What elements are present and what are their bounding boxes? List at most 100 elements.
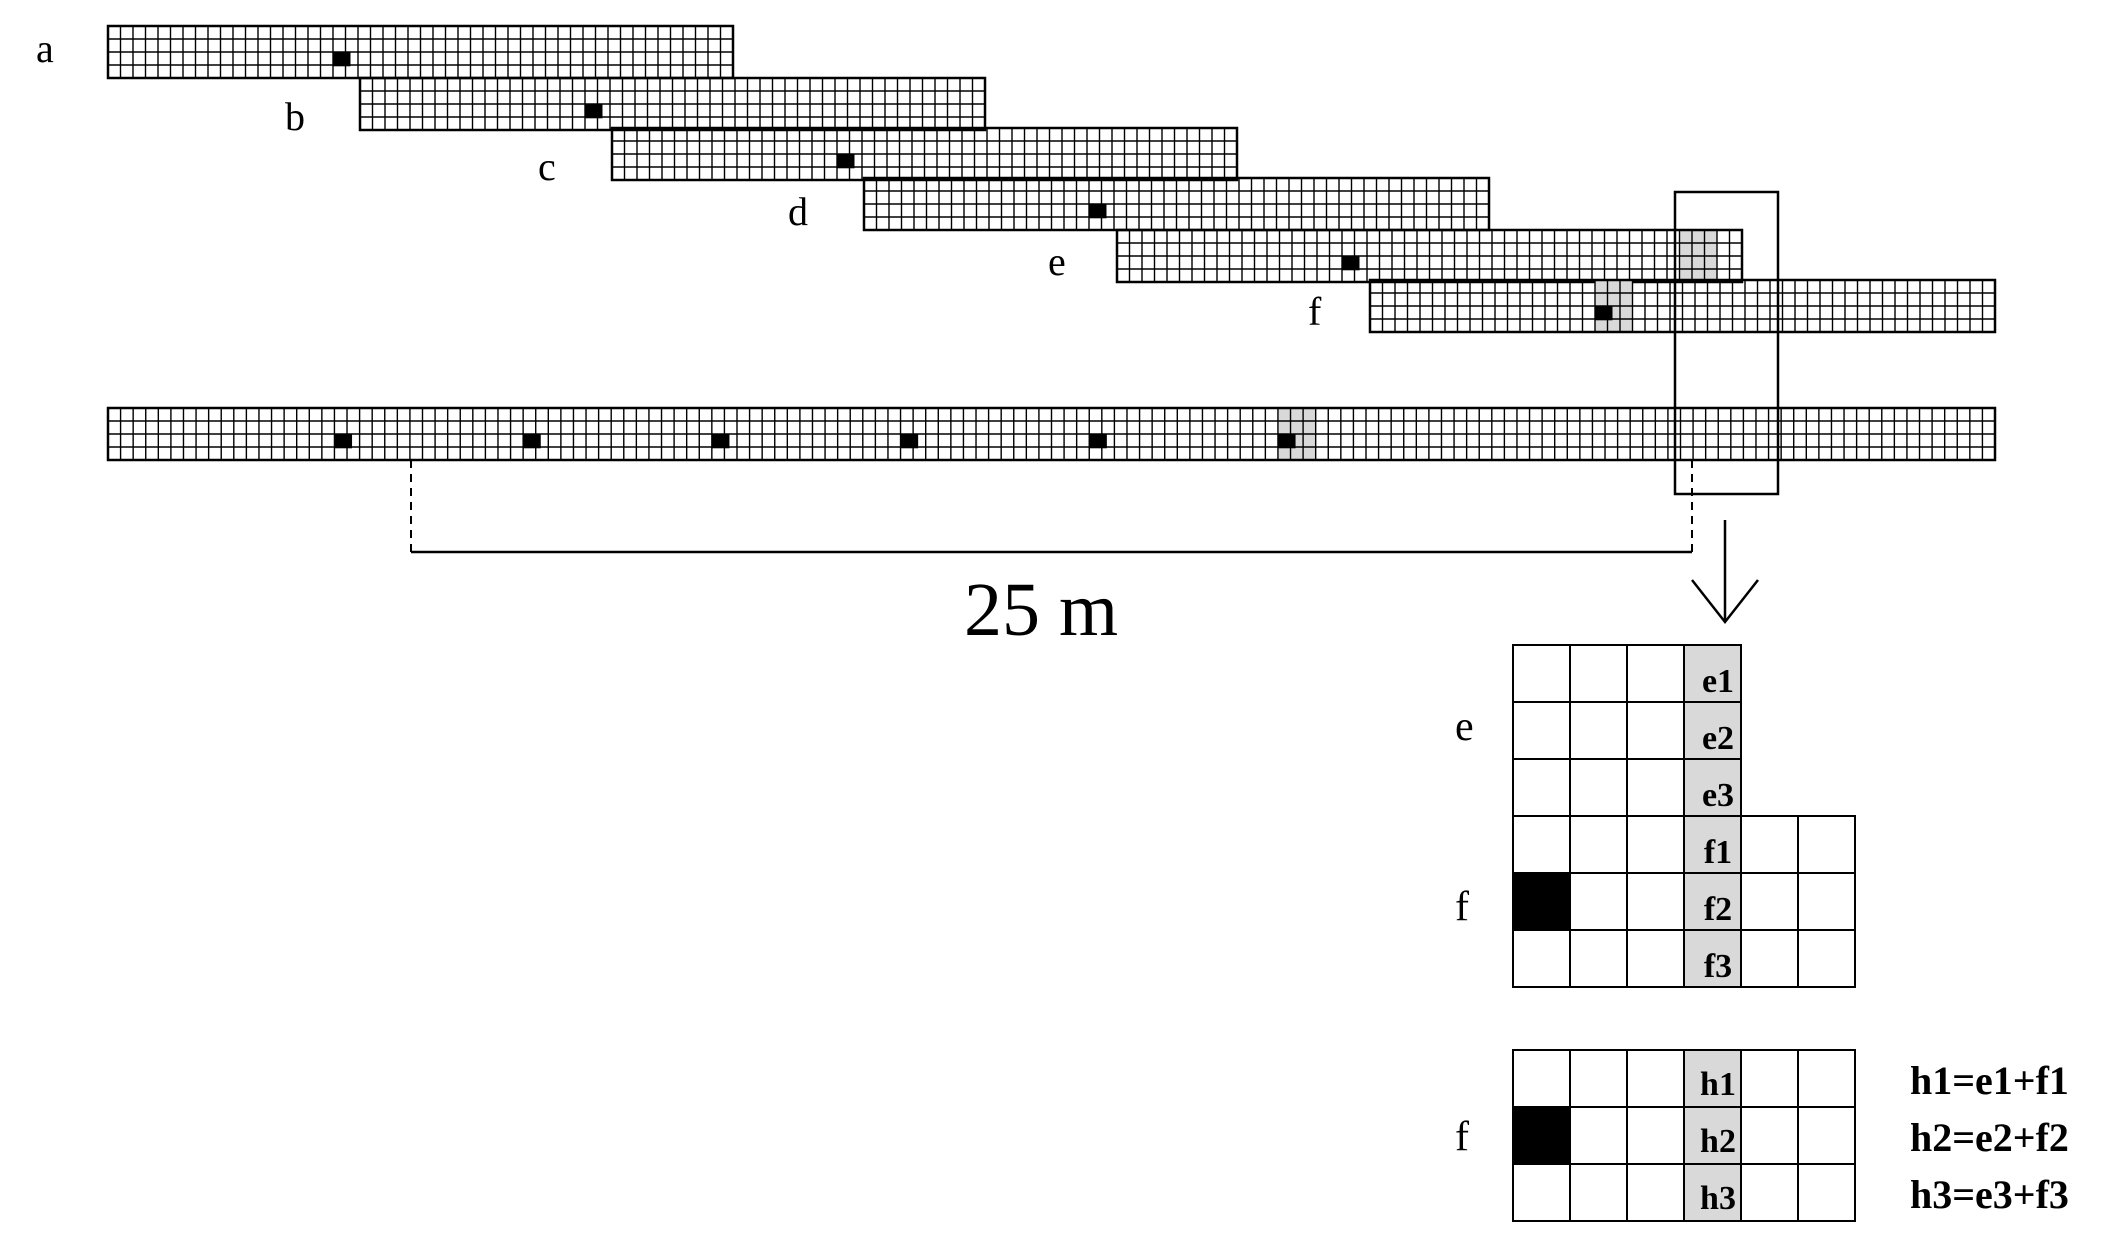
zoom-cell-r5-c4	[1740, 929, 1799, 988]
zoom-cell-r0-c1	[1569, 644, 1628, 703]
zoom-cell-r4-c5	[1797, 872, 1856, 931]
zoom-cell-r3-c1	[1569, 815, 1628, 874]
result-label-f: f	[1455, 1114, 1469, 1160]
combined-strip-grid-marker-4	[1089, 434, 1107, 449]
staggered-strips	[106, 24, 1997, 334]
result-cell-r1-c0	[1512, 1106, 1571, 1165]
zoom-cell-r3-c3	[1683, 815, 1742, 874]
zoom-cell-r0-c2	[1626, 644, 1685, 703]
zoom-cell-r0-c0	[1512, 644, 1571, 703]
result-cell-r0-c3	[1683, 1049, 1742, 1108]
result-cell-r2-c2	[1626, 1163, 1685, 1222]
formula-h1: h1=e1+f1	[1910, 1058, 2069, 1103]
zoom-cell-r5-c2	[1626, 929, 1685, 988]
strip-a	[106, 24, 735, 80]
strip-c	[610, 126, 1239, 182]
combined-strip-grid-border	[106, 406, 1997, 462]
zoom-cell-r2-c1	[1569, 758, 1628, 817]
zoom-cell-r4-c4	[1740, 872, 1799, 931]
result-cell-r1-c4	[1740, 1106, 1799, 1165]
strip-b-gridlines	[359, 77, 986, 131]
cell-label-e1: e1	[1702, 663, 1734, 700]
strip-label-f: f	[1308, 289, 1322, 334]
scale-bar: 25 m	[410, 460, 1693, 652]
combined-strip-grid-marker-1	[523, 434, 541, 449]
strip-a-gridlines	[107, 25, 734, 79]
result-cell-r1-c2	[1626, 1106, 1685, 1165]
zoom-cell-r5-c3	[1683, 929, 1742, 988]
strip-d-marker-0	[1089, 204, 1107, 219]
formula-h2: h2=e2+f2	[1910, 1115, 2069, 1160]
result-cell-r2-c1	[1569, 1163, 1628, 1222]
result-cell-r2-c0	[1512, 1163, 1571, 1222]
cell-label-f1: f1	[1704, 834, 1732, 871]
zoom-cell-r1-c2	[1626, 701, 1685, 760]
result-cell-r1-c3	[1683, 1106, 1742, 1165]
zoom-cell-r1-c3	[1683, 701, 1742, 760]
strip-c-border	[610, 126, 1239, 182]
zoom-label-f: f	[1455, 884, 1469, 930]
cell-label-h3: h3	[1700, 1180, 1736, 1217]
strip-d	[862, 176, 1491, 232]
strip-label-d: d	[788, 189, 808, 234]
strip-e-gridlines	[1116, 229, 1743, 283]
cell-label-f2: f2	[1704, 891, 1732, 928]
arrow-down-icon	[1691, 520, 1759, 625]
result-cell-r1-c1	[1569, 1106, 1628, 1165]
zoom-cell-r3-c5	[1797, 815, 1856, 874]
zoom-cell-r4-c3	[1683, 872, 1742, 931]
cell-label-e3: e3	[1702, 777, 1734, 814]
zoom-cell-r1-c1	[1569, 701, 1628, 760]
zoom-cell-r3-c2	[1626, 815, 1685, 874]
zoom-cell-r4-c0	[1512, 872, 1571, 931]
combined-strip-grid	[106, 406, 1997, 462]
strip-c-gridlines	[611, 127, 1238, 181]
zoom-cell-r4-c1	[1569, 872, 1628, 931]
zoom-cell-r2-c2	[1626, 758, 1685, 817]
zoom-cell-r2-c0	[1512, 758, 1571, 817]
strip-label-a: a	[36, 26, 54, 71]
result-cell-r0-c4	[1740, 1049, 1799, 1108]
combined-strip-grid-marker-2	[711, 434, 730, 449]
combined-strip-grid-marker-0	[334, 434, 353, 449]
combined-strip	[106, 406, 1997, 462]
combined-strip-grid-gridlines	[107, 407, 1996, 461]
strip-f	[1368, 278, 1997, 334]
strip-a-marker-0	[333, 52, 351, 67]
strip-b-marker-0	[585, 104, 603, 119]
result-cell-r2-c5	[1797, 1163, 1856, 1222]
result-grid	[1512, 1049, 1856, 1222]
zoom-cell-r5-c5	[1797, 929, 1856, 988]
scale-label: 25 m	[964, 568, 1118, 652]
result-cell-labels: h1 h2 h3	[1700, 1066, 1736, 1217]
zoom-cell-r5-c1	[1569, 929, 1628, 988]
formula-h3: h3=e3+f3	[1910, 1172, 2069, 1217]
overlap-highlight-box	[1673, 190, 1780, 496]
strip-label-b: b	[285, 94, 305, 139]
strip-f-border	[1368, 278, 1997, 334]
strip-d-gridlines	[863, 177, 1490, 231]
strip-e-border	[1115, 228, 1744, 284]
result-cell-r0-c1	[1569, 1049, 1628, 1108]
zoom-label-e: e	[1455, 704, 1474, 750]
zoom-cell-r1-c0	[1512, 701, 1571, 760]
strip-e	[1115, 228, 1744, 284]
combined-strip-grid-marker-3	[900, 434, 919, 449]
strip-label-c: c	[538, 144, 556, 189]
combined-strip-grid-marker-5	[1277, 434, 1296, 449]
zoom-cell-r4-c2	[1626, 872, 1685, 931]
zoom-cell-labels: e1 e2 e3 f1 f2 f3	[1702, 663, 1734, 985]
result-cell-r1-c5	[1797, 1106, 1856, 1165]
strip-f-marker-0	[1595, 306, 1613, 321]
strip-b-border	[358, 76, 987, 132]
strip-c-marker-0	[837, 154, 855, 169]
result-cell-r2-c4	[1740, 1163, 1799, 1222]
cell-label-f3: f3	[1704, 948, 1732, 985]
strip-b	[358, 76, 987, 132]
result-cell-r0-c2	[1626, 1049, 1685, 1108]
zoom-cell-r5-c0	[1512, 929, 1571, 988]
strip-f-gridlines	[1369, 279, 1996, 333]
zoom-grid	[1512, 644, 1856, 988]
zoom-cell-r3-c0	[1512, 815, 1571, 874]
